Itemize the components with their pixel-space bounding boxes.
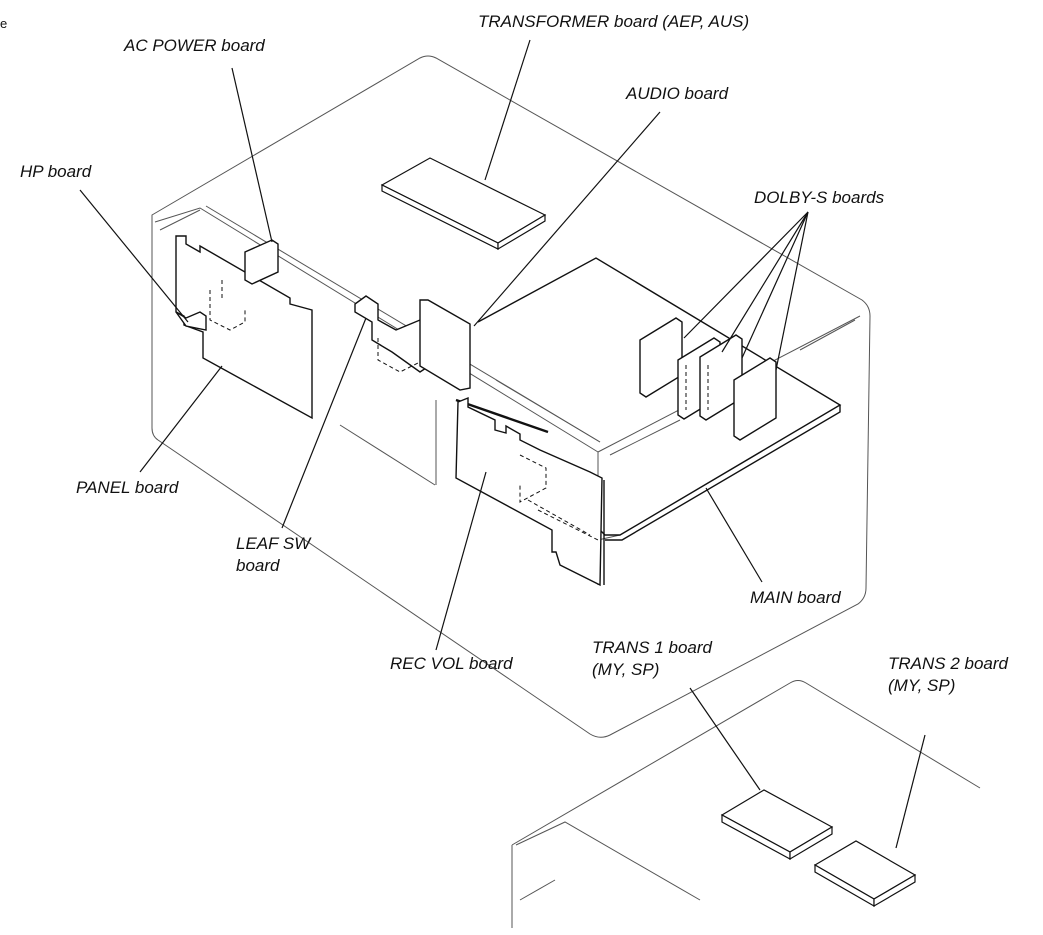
leader-dolby-2 <box>721 211 809 353</box>
leader-main <box>705 487 763 583</box>
trans2-board <box>813 840 917 908</box>
label-transformer-board: TRANSFORMER board (AEP, AUS) <box>478 12 750 31</box>
leader-dolby-1 <box>683 211 809 339</box>
label-audio-board: AUDIO board <box>626 84 729 103</box>
label-ac-power-board: AC POWER board <box>124 36 265 55</box>
transformer-board <box>380 157 547 251</box>
trans1-board <box>720 789 834 861</box>
leader-trans1 <box>689 687 761 791</box>
ac-power-board <box>244 239 279 285</box>
label-leaf-sw-line1: LEAF SW <box>236 534 311 553</box>
dolby-s-boards <box>639 317 777 441</box>
label-dolby-s-boards: DOLBY-S boards <box>754 188 885 207</box>
leader-ac-power <box>231 67 273 243</box>
corner-text-fragment: e <box>0 16 8 31</box>
label-trans2-line1: TRANS 2 board <box>888 654 1008 673</box>
label-hp-board: HP board <box>20 162 92 181</box>
audio-board <box>419 299 549 434</box>
secondary-chassis <box>511 680 981 928</box>
label-trans1-line1: TRANS 1 board <box>592 638 712 657</box>
leader-lines <box>79 39 926 849</box>
label-leaf-sw-line2: board <box>236 556 280 575</box>
label-panel-board: PANEL board <box>76 478 179 497</box>
label-main-board: MAIN board <box>750 588 841 607</box>
leader-dolby-4 <box>775 211 809 371</box>
rec-vol-board <box>455 396 605 587</box>
label-trans1-line2: (MY, SP) <box>592 660 660 679</box>
leader-panel <box>139 365 223 473</box>
label-trans2-line2: (MY, SP) <box>888 676 956 695</box>
leader-audio <box>473 111 661 327</box>
leader-hp <box>79 189 189 323</box>
leader-trans2 <box>895 734 926 849</box>
label-rec-vol-board: REC VOL board <box>390 654 513 673</box>
leader-dolby-3 <box>741 211 809 359</box>
leader-rec-vol <box>435 471 487 651</box>
leader-leaf-sw <box>281 317 367 529</box>
leader-transformer <box>484 39 531 181</box>
